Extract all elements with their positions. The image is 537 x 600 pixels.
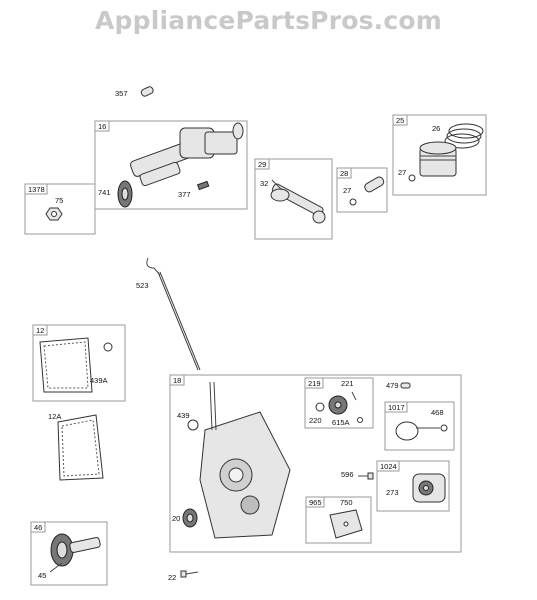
part-741-gear[interactable] bbox=[117, 180, 133, 208]
label-46: 46 bbox=[34, 523, 42, 532]
part-26-piston-rings[interactable] bbox=[444, 123, 484, 149]
box-1024 bbox=[376, 460, 450, 512]
label-479: 479 bbox=[386, 381, 399, 390]
box-46-camshaft bbox=[30, 521, 108, 586]
box-18-tab bbox=[169, 374, 185, 386]
part-16-crankshaft[interactable] bbox=[129, 122, 244, 187]
box-16-tab bbox=[94, 120, 110, 132]
part-75-nut[interactable] bbox=[45, 207, 63, 221]
label-615A: 615A bbox=[332, 418, 350, 427]
label-1024: 1024 bbox=[380, 462, 397, 471]
part-12-gasket[interactable] bbox=[39, 337, 113, 393]
part-523-dipstick[interactable] bbox=[146, 257, 201, 371]
part-219-governor-gear[interactable] bbox=[315, 391, 363, 423]
part-12A-gasket[interactable] bbox=[57, 414, 104, 481]
label-16: 16 bbox=[98, 122, 106, 131]
box-16-crankshaft bbox=[94, 120, 248, 210]
part-46-camshaft[interactable] bbox=[49, 533, 101, 573]
part-479[interactable] bbox=[400, 382, 411, 389]
watermark: AppliancePartsPros.com bbox=[94, 6, 443, 35]
label-357: 357 bbox=[115, 89, 128, 98]
label-741: 741 bbox=[98, 188, 111, 197]
box-12-gasket-set bbox=[32, 324, 126, 402]
box-965 bbox=[305, 496, 372, 544]
part-18-crankcase-cover[interactable] bbox=[187, 381, 291, 539]
label-750: 750 bbox=[340, 498, 353, 507]
label-596: 596 bbox=[341, 470, 354, 479]
part-22-bolt[interactable] bbox=[180, 570, 199, 578]
label-965: 965 bbox=[309, 498, 322, 507]
label-377: 377 bbox=[178, 190, 191, 199]
part-20-oil-seal[interactable] bbox=[182, 508, 198, 528]
label-26: 26 bbox=[432, 124, 440, 133]
label-1378: 1378 bbox=[28, 185, 45, 194]
label-18: 18 bbox=[173, 376, 181, 385]
box-1017-tab bbox=[384, 401, 408, 413]
label-25: 25 bbox=[396, 116, 404, 125]
label-75: 75 bbox=[55, 196, 63, 205]
label-27a: 27 bbox=[343, 186, 351, 195]
box-29-tab bbox=[254, 158, 270, 170]
label-219: 219 bbox=[308, 379, 321, 388]
label-28: 28 bbox=[340, 169, 348, 178]
label-32: 32 bbox=[260, 179, 268, 188]
part-1017-oil-pickup[interactable] bbox=[395, 421, 448, 441]
box-1378-tab bbox=[24, 183, 48, 195]
box-46-tab bbox=[30, 521, 46, 533]
label-27b: 27 bbox=[398, 168, 406, 177]
box-219-tab bbox=[304, 377, 324, 389]
box-28-piston-pin bbox=[336, 167, 388, 213]
label-523: 523 bbox=[136, 281, 149, 290]
part-596-bolt[interactable] bbox=[358, 472, 374, 480]
part-357-pin[interactable] bbox=[140, 86, 154, 97]
label-22: 22 bbox=[168, 573, 176, 582]
label-220: 220 bbox=[309, 416, 322, 425]
label-439: 439 bbox=[177, 411, 190, 420]
box-12-tab bbox=[32, 324, 48, 336]
part-1024-oil-pump[interactable] bbox=[412, 473, 446, 503]
box-25-piston bbox=[392, 114, 487, 196]
label-221: 221 bbox=[341, 379, 354, 388]
label-29: 29 bbox=[258, 160, 266, 169]
box-965-tab bbox=[305, 496, 325, 508]
box-25-tab bbox=[392, 114, 408, 126]
label-273: 273 bbox=[386, 488, 399, 497]
part-750-cover-plate[interactable] bbox=[329, 509, 363, 539]
box-1017 bbox=[384, 401, 455, 451]
label-1017: 1017 bbox=[388, 403, 405, 412]
box-219-governor bbox=[304, 377, 374, 429]
box-29-connecting-rod bbox=[254, 158, 333, 240]
label-12A: 12A bbox=[48, 412, 61, 421]
box-18-crankcase-cover bbox=[169, 374, 462, 553]
part-25-piston[interactable] bbox=[408, 141, 457, 182]
label-20: 20 bbox=[172, 514, 180, 523]
box-1024-tab bbox=[376, 460, 400, 472]
label-439A: 439A bbox=[90, 376, 108, 385]
part-377-key[interactable] bbox=[196, 180, 210, 191]
label-468: 468 bbox=[431, 408, 444, 417]
box-28-tab bbox=[336, 167, 352, 179]
label-12: 12 bbox=[36, 326, 44, 335]
box-1378 bbox=[24, 183, 96, 235]
part-28-piston-pin[interactable] bbox=[349, 176, 385, 206]
part-29-connecting-rod[interactable] bbox=[270, 179, 326, 224]
label-45: 45 bbox=[38, 571, 46, 580]
